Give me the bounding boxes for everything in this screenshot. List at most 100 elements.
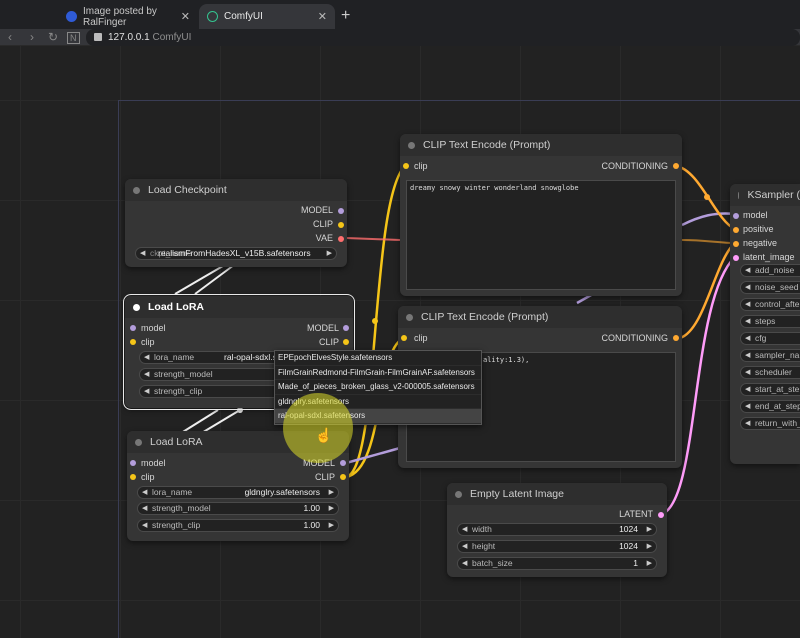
width-widget[interactable]: ◀width 1024▶: [457, 523, 657, 536]
decrement-icon[interactable]: ◀: [745, 301, 751, 308]
forward-icon[interactable]: ›: [30, 30, 34, 44]
tab-image-posted[interactable]: Image posted by RalFinger ✕: [58, 4, 198, 29]
dropdown-item[interactable]: FilmGrainRedmond-FilmGrain-FilmGrainAF.s…: [275, 366, 481, 380]
widget-label: ckpt_name: [150, 248, 192, 258]
input-pin[interactable]: [130, 460, 136, 466]
prompt-textarea[interactable]: dreamy snowy winter wonderland snowglobe: [406, 180, 676, 290]
output-pin[interactable]: [673, 163, 679, 169]
input-pin[interactable]: [130, 474, 136, 480]
url-host: 127.0.0.1: [108, 32, 150, 43]
decrement-icon[interactable]: ◀: [745, 369, 751, 376]
widget-value: 1024: [619, 541, 638, 551]
widget-label: scheduler: [755, 367, 792, 377]
dropdown-item[interactable]: EPEpochElvesStyle.safetensors: [275, 351, 481, 366]
ksampler-widget[interactable]: ◀noise_seed: [740, 281, 800, 294]
ksampler-widget[interactable]: ◀sampler_na: [740, 349, 800, 362]
batch-size-widget[interactable]: ◀batch_size 1▶: [457, 557, 657, 570]
collapse-dot-icon[interactable]: [455, 490, 462, 498]
output-pin[interactable]: [343, 325, 349, 331]
collapse-dot-icon[interactable]: [406, 313, 413, 321]
comfyui-favicon-icon: [207, 11, 218, 22]
input-pin[interactable]: [403, 163, 409, 169]
load-checkpoint-node[interactable]: Load Checkpoint MODEL CLIP VAE ◀ ckpt_na…: [125, 179, 347, 267]
collapse-dot-icon[interactable]: [135, 438, 142, 446]
widget-value: 1.00: [303, 520, 320, 530]
collapse-dot-icon[interactable]: [408, 141, 415, 149]
node-title: Empty Latent Image: [470, 488, 564, 500]
output-model: MODEL: [302, 458, 335, 468]
lora-name-widget[interactable]: ◀lora_name gldnglry.safetensors▶: [137, 486, 339, 499]
output-pin[interactable]: [338, 235, 344, 242]
decrement-icon[interactable]: ◀: [745, 284, 751, 291]
back-icon[interactable]: ‹: [8, 30, 12, 44]
input-pin[interactable]: [733, 240, 739, 247]
close-icon[interactable]: ✕: [317, 11, 327, 23]
output-pin[interactable]: [340, 474, 346, 480]
decrement-icon[interactable]: ◀: [745, 420, 751, 427]
collapse-dot-icon[interactable]: [133, 303, 140, 311]
collapse-dot-icon[interactable]: [133, 186, 140, 194]
widget-label: end_at_step: [755, 401, 800, 411]
output-conditioning: CONDITIONING: [601, 161, 669, 171]
dropdown-item[interactable]: Made_of_pieces_broken_glass_v2-000005.sa…: [275, 380, 481, 395]
output-pin[interactable]: [340, 460, 346, 466]
input-pin[interactable]: [733, 226, 739, 233]
tab-comfyui[interactable]: ComfyUI ✕: [199, 4, 335, 29]
clip-text-encode-node-1[interactable]: CLIP Text Encode (Prompt) clip CONDITION…: [400, 134, 682, 296]
widget-label: strength_model: [154, 369, 213, 379]
ksampler-widget[interactable]: ◀ end_at_step: [740, 400, 800, 413]
collapse-dot-icon[interactable]: [738, 191, 740, 199]
output-pin[interactable]: [338, 207, 344, 214]
widget-value: gldnglry.safetensors: [244, 487, 320, 497]
widget-value: 1.00: [303, 503, 320, 513]
decrement-icon[interactable]: ◀: [745, 386, 751, 393]
widget-label: add_noise: [755, 265, 795, 275]
lock-icon: [94, 33, 102, 41]
ksampler-widget[interactable]: ◀ add_noise: [740, 264, 800, 277]
ksampler-widget[interactable]: ◀steps: [740, 315, 800, 328]
empty-latent-node[interactable]: Empty Latent Image LATENT ◀width 1024▶ ◀…: [447, 483, 667, 577]
ksampler-widget[interactable]: ◀start_at_ste: [740, 383, 800, 396]
input-positive: positive: [743, 224, 774, 234]
output-conditioning: CONDITIONING: [601, 333, 669, 343]
output-latent: LATENT: [619, 509, 653, 519]
input-pin[interactable]: [130, 339, 136, 345]
close-icon[interactable]: ✕: [180, 11, 190, 23]
input-pin[interactable]: [733, 254, 739, 261]
reload-icon[interactable]: ↻: [48, 30, 59, 44]
extension-icon[interactable]: N: [67, 32, 80, 44]
output-pin[interactable]: [673, 335, 679, 341]
strength-clip-widget[interactable]: ◀strength_clip 1.00▶: [137, 519, 339, 532]
tab-title: Image posted by RalFinger: [83, 5, 157, 28]
output-pin[interactable]: [338, 221, 344, 228]
input-clip: clip: [141, 472, 155, 482]
ksampler-widget[interactable]: ◀ control_afte: [740, 298, 800, 311]
decrement-icon[interactable]: ◀: [745, 335, 751, 342]
input-pin[interactable]: [401, 335, 407, 341]
output-pin[interactable]: [658, 511, 664, 518]
ksampler-widget[interactable]: ◀ scheduler: [740, 366, 800, 379]
output-pin[interactable]: [343, 339, 349, 345]
height-widget[interactable]: ◀height 1024▶: [457, 540, 657, 553]
decrement-icon[interactable]: ◀: [745, 352, 751, 359]
input-pin[interactable]: [733, 212, 739, 219]
new-tab-icon[interactable]: +: [341, 7, 351, 24]
widget-label: control_afte: [755, 299, 800, 309]
group-frame: [118, 100, 800, 638]
ckpt-name-widget[interactable]: ◀ ckpt_name realismFromHadesXL_v15B.safe…: [135, 247, 337, 260]
decrement-icon[interactable]: ◀: [745, 267, 751, 274]
ksampler-widget[interactable]: ◀return_with_: [740, 417, 800, 430]
ksampler-widget[interactable]: ◀cfg: [740, 332, 800, 345]
output-model: MODEL: [306, 323, 339, 333]
hand-cursor-icon: ☝: [315, 427, 333, 443]
widget-value: 1024: [619, 524, 638, 534]
input-clip: clip: [141, 337, 155, 347]
output-clip: CLIP: [318, 337, 339, 347]
decrement-icon[interactable]: ◀: [745, 318, 751, 325]
input-clip: clip: [414, 333, 428, 343]
decrement-icon[interactable]: ◀: [745, 403, 751, 410]
strength-model-widget[interactable]: ◀strength_model 1.00▶: [137, 502, 339, 515]
input-pin[interactable]: [130, 325, 136, 331]
url-field[interactable]: 127.0.0.1 ComfyUI: [86, 29, 800, 46]
